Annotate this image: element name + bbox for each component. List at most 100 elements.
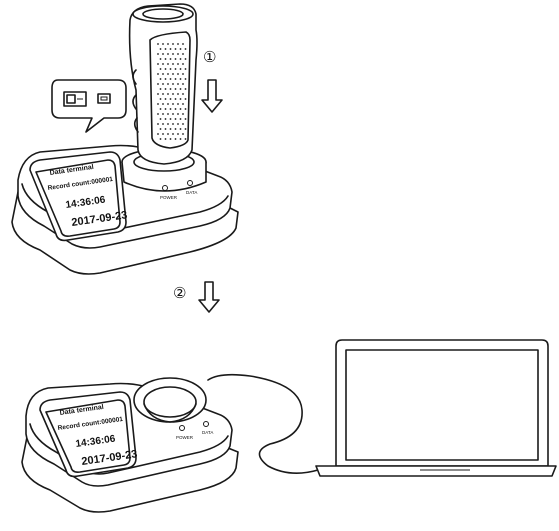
grip-dot [177,103,179,105]
grip-dot [172,113,174,115]
grip-dot [157,43,159,45]
grip-dot [157,83,159,85]
dock-screen [35,159,121,237]
grip-dot [184,138,187,140]
grip-dot [179,138,182,140]
grip-dot [172,93,174,95]
grip-dot [179,98,182,100]
grip-dot [177,93,179,95]
grip-dot [162,123,164,125]
grip-dot [172,53,174,55]
grip-dot [167,73,169,75]
grip-dot [177,133,179,135]
grip-dot [172,63,174,65]
data-led-icon [203,421,209,427]
grip-dot [182,123,184,125]
grip-dot [167,123,169,125]
grip-dot [162,73,164,75]
grip-dot [177,53,179,55]
grip-dot [169,78,172,80]
grip-dot [167,63,169,65]
grip-dot [167,83,169,85]
grip-dot [172,73,174,75]
grip-dot [157,133,159,135]
grip-dot [182,83,184,85]
grip-dot [177,63,179,65]
usb-port-icon [97,93,111,104]
usb-cable [207,373,319,474]
step-1-marker: ① [203,48,216,66]
grip-dot [167,103,169,105]
grip-dot [167,93,169,95]
grip-dot [159,48,162,50]
grip-dot [159,128,162,130]
grip-dot [179,48,182,50]
grip-dot [159,88,162,90]
grip-dot [164,138,167,140]
grip-dot [169,68,172,70]
grip-dot [184,118,187,120]
grip-dot [184,78,187,80]
grip-dot [182,103,184,105]
grip-dot [157,113,159,115]
grip-dot [159,58,162,60]
grip-dot [162,103,164,105]
grip-dot [162,43,164,45]
grip-dot [157,123,159,125]
grip-dot [169,108,172,110]
grip-dot [169,138,172,140]
grip-dot [172,123,174,125]
grip-dot [184,48,187,50]
grip-dot [164,68,167,70]
grip-dot [164,78,167,80]
grip-dot [179,128,182,130]
grip-dot [157,63,159,65]
dock-top: Data terminal Record count:000001 14:36:… [11,144,239,275]
grip-dot [174,128,177,130]
grip-dot [182,63,184,65]
power-led-icon [179,425,185,431]
grip-dot [177,73,179,75]
grip-dot [174,138,177,140]
grip-dot [179,58,182,60]
led-data-label: DATA [202,430,213,435]
grip-dot [179,68,182,70]
grip-dot [164,108,167,110]
grip-dot [167,53,169,55]
grip-dot [179,118,182,120]
grip-dot [169,48,172,50]
grip-dot [174,68,177,70]
down-arrow-icon [198,281,220,313]
grip-dot [169,98,172,100]
grip-dot [167,113,169,115]
grip-dot [157,103,159,105]
grip-dot [179,78,182,80]
grip-dot [184,88,187,90]
grip-dot [157,53,159,55]
grip-dot [172,83,174,85]
grip-dot [159,118,162,120]
data-led-icon [187,180,193,186]
grip-dot [157,93,159,95]
grip-dot [179,108,182,110]
grip-dot [172,133,174,135]
grip-dot [162,113,164,115]
grip-dot [182,133,184,135]
grip-dot [164,98,167,100]
grip-dot [159,98,162,100]
grip-dot [172,43,174,45]
grip-dot [172,103,174,105]
grip-dot [182,53,184,55]
grip-dot [184,68,187,70]
grip-dot [159,108,162,110]
dock-screen [45,399,131,473]
grip-dot [169,128,172,130]
grip-dot [184,98,187,100]
grip-dot [182,93,184,95]
grip-dot [162,63,164,65]
grip-dot [184,128,187,130]
grip-dot [174,98,177,100]
grip-dot [157,73,159,75]
grip-dot [164,88,167,90]
